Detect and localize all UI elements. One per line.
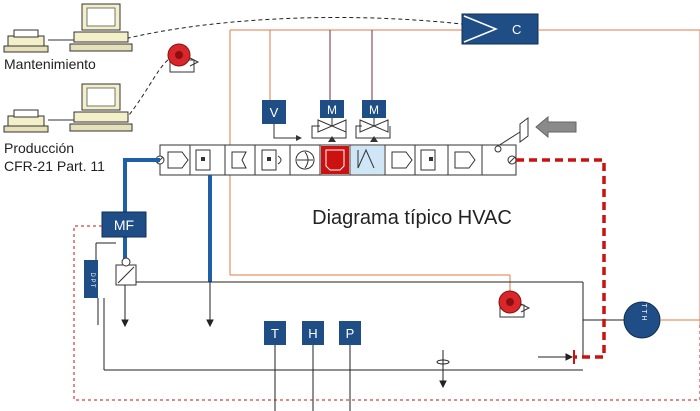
valve-m1[interactable]: M [317,100,347,142]
valve-m2[interactable]: M [359,100,389,142]
controller-label: C [512,22,521,37]
valve-control-lines [329,30,373,100]
controller-c[interactable]: C [461,13,539,45]
computer-icon [69,83,133,132]
tth-sensor[interactable]: T T H [623,301,661,339]
airflow-arrow-icon [535,115,577,139]
diagram-title: Diagrama típico HVAC [312,207,512,229]
valve-v-box[interactable]: V [262,100,302,141]
tth-label: T T H [640,303,647,320]
maintenance-workstation[interactable]: Mantenimiento [3,3,133,72]
production-workstation[interactable]: Producción CFR-21 Part. 11 [3,83,133,174]
network-loop-red [73,225,700,401]
air-handling-unit [155,144,517,176]
sensor-t[interactable]: T [264,321,286,345]
alarm-beacon-icon [167,43,200,73]
maintenance-label: Mantenimiento [4,56,96,72]
dpt-label: D P T [89,272,95,287]
supply-duct-red [516,158,606,359]
sensor-p-label: P [346,326,355,341]
printer-icon [3,29,49,53]
inlet-sensor-icon [497,117,529,147]
computer-icon [69,3,133,52]
production-label-line1: Producción [4,140,74,156]
damper-icon [115,257,137,286]
filter-blue [351,146,384,174]
mf-box[interactable]: MF [101,211,147,238]
alarm-beacon-icon [498,290,531,318]
sensor-h[interactable]: H [302,321,324,345]
sensor-p[interactable]: P [339,321,361,345]
printer-icon [3,109,49,133]
valve-m1-label: M [327,103,337,117]
mf-label: MF [114,217,134,233]
sensor-t-label: T [271,326,279,341]
valve-v-label: V [270,105,279,120]
valve-m2-label: M [369,103,379,117]
dpt-box[interactable]: D P T [84,260,98,298]
production-label-line2: CFR-21 Part. 11 [4,158,105,174]
sensor-h-label: H [308,326,317,341]
orange-signal-lines [229,29,700,325]
